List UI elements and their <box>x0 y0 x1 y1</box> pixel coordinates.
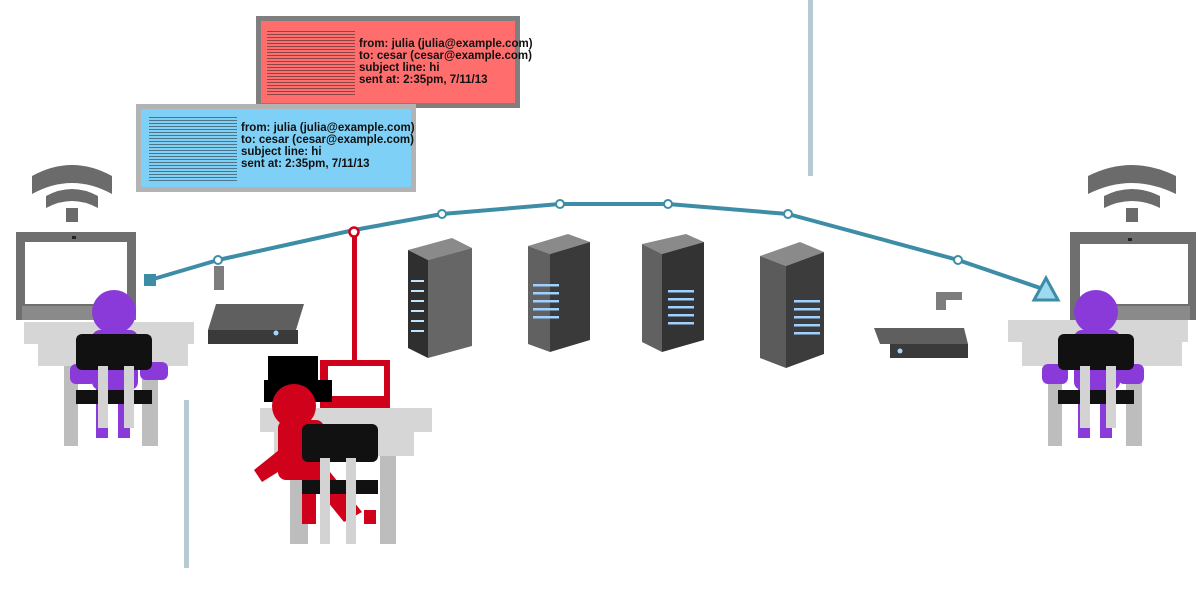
server-4 <box>760 242 824 368</box>
wifi-icon <box>32 165 112 222</box>
email-from: from: julia (julia@example.com) <box>359 38 533 50</box>
attacker-hat-icon <box>264 356 332 402</box>
receiver-chair <box>1058 334 1134 428</box>
path-start-cap <box>144 274 156 286</box>
arrow-head-icon <box>1031 274 1061 302</box>
email-sent: sent at: 2:35pm, 7/11/13 <box>241 158 370 170</box>
router-left <box>208 266 304 344</box>
wifi-icon <box>1088 165 1176 222</box>
server-1 <box>408 238 472 358</box>
network-path <box>144 199 1061 302</box>
email-header: from: julia (julia@example.com) to: cesa… <box>359 38 533 86</box>
email-header: from: julia (julia@example.com) to: cesa… <box>241 122 415 170</box>
email-subject: subject line: hi <box>359 62 440 74</box>
attacker-station <box>254 232 432 544</box>
path-node <box>213 199 963 265</box>
email-to: to: cesar (cesar@example.com) <box>241 134 414 146</box>
email-body-text <box>267 31 355 97</box>
email-card-intercepted: from: julia (julia@example.com) to: cesa… <box>256 16 533 108</box>
email-from: from: julia (julia@example.com) <box>241 122 415 134</box>
email-to: to: cesar (cesar@example.com) <box>359 50 532 62</box>
receiver-station <box>1008 165 1196 446</box>
email-card-sent: from: julia (julia@example.com) to: cesa… <box>136 104 416 192</box>
intercept-node <box>348 226 360 238</box>
sender-station <box>16 165 194 446</box>
email-sent: sent at: 2:35pm, 7/11/13 <box>359 74 488 86</box>
router-right <box>874 292 968 358</box>
sender-chair <box>76 334 152 428</box>
divider-line-top <box>808 0 813 176</box>
email-subject: subject line: hi <box>241 146 322 158</box>
server-2 <box>528 234 590 352</box>
server-3 <box>642 234 704 352</box>
attacker-monitor <box>320 360 390 410</box>
tap-cable <box>352 232 357 360</box>
email-body-text <box>149 117 237 183</box>
attacker-chair <box>302 424 378 544</box>
divider-line-left <box>184 400 189 568</box>
sender-monitor <box>16 232 136 320</box>
